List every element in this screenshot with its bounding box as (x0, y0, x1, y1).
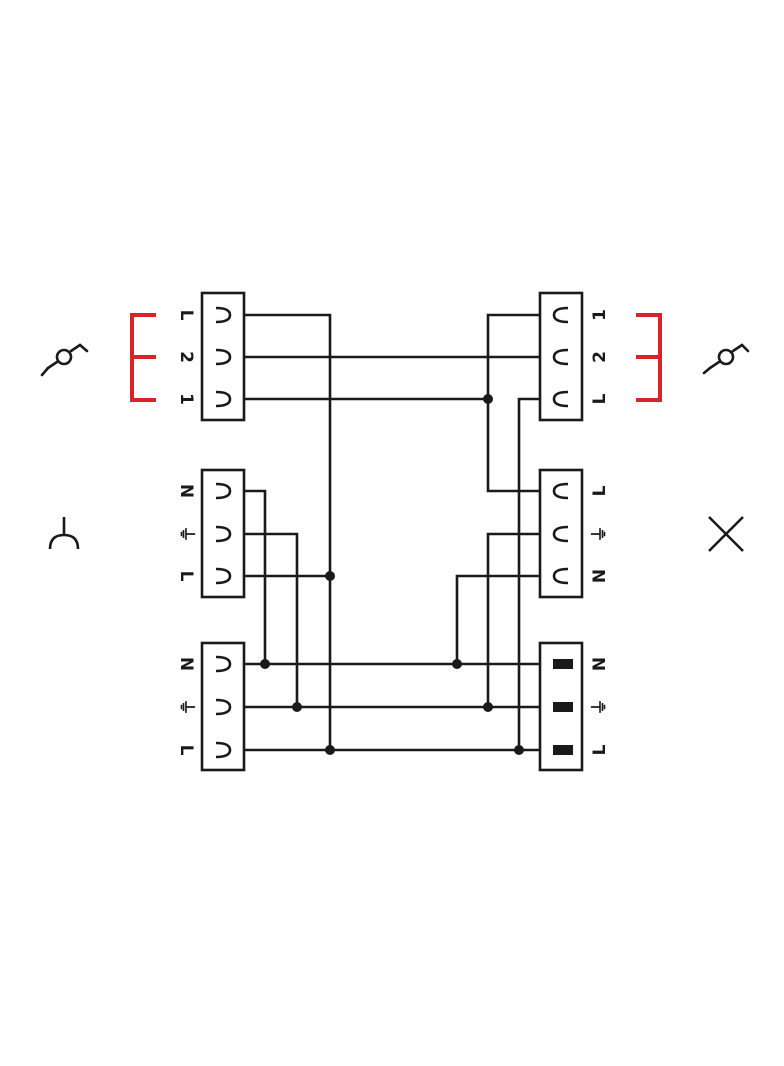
terminal-block-left-switch (200, 291, 246, 422)
terminal-label: N (590, 657, 610, 671)
junction-dot (514, 745, 524, 755)
plug-pin-icon (553, 659, 573, 669)
wire (455, 574, 557, 664)
wire (232, 532, 299, 707)
junction-dot (260, 659, 270, 669)
junction-dot (452, 659, 462, 669)
lamp-cross-icon (708, 516, 744, 552)
switch-symbol-left-icon (40, 343, 89, 377)
junction-dot (483, 702, 493, 712)
terminal-label: L (590, 485, 610, 496)
switch-symbol-right-icon (702, 343, 750, 375)
earth-label: ⏚ (176, 699, 196, 716)
terminal-block-right-light (538, 468, 584, 599)
plug-pin-icon (553, 745, 573, 755)
junction-dot (325, 571, 335, 581)
bridge-bracket-left (130, 313, 156, 402)
terminal-label: L (590, 744, 610, 755)
terminal-label: 1 (590, 309, 610, 321)
terminal-label: L (176, 745, 196, 756)
junction-dot (325, 745, 335, 755)
earth-label: ⏚ (590, 699, 610, 716)
terminal-label: 2 (590, 351, 610, 363)
labels-left-supply: N ⏚ L (176, 657, 196, 756)
terminal-label: 2 (176, 351, 196, 363)
terminal-block-right-switch (538, 291, 584, 422)
labels-left-switch: L 2 1 (176, 310, 196, 405)
terminal-label: L (590, 393, 610, 404)
labels-right-supply: N ⏚ L (590, 657, 610, 756)
labels-left-socket: N ⏚ L (176, 484, 196, 582)
junction-dots (260, 394, 524, 755)
wire (232, 313, 332, 750)
terminal-block-right-supply (538, 641, 584, 772)
terminal-label: L (176, 571, 196, 582)
earth-label: ⏚ (176, 526, 196, 543)
labels-right-light: L ⏚ N (590, 485, 610, 583)
labels-right-switch: 1 2 L (590, 309, 610, 404)
wires (232, 313, 557, 752)
terminal-block-left-socket (200, 468, 246, 599)
junction-dot (292, 702, 302, 712)
plug-pin-icon (553, 702, 573, 712)
terminal-label: N (176, 657, 196, 671)
terminal-label: L (176, 310, 196, 321)
junction-dot (483, 394, 493, 404)
bridge-bracket-right (636, 313, 662, 402)
socket-outlet-icon (48, 517, 80, 550)
terminal-label: N (590, 569, 610, 583)
wire (486, 532, 557, 707)
terminal-label: 1 (176, 393, 196, 405)
terminal-block-left-supply (200, 641, 246, 772)
earth-label: ⏚ (590, 526, 610, 543)
terminal-label: N (176, 484, 196, 498)
